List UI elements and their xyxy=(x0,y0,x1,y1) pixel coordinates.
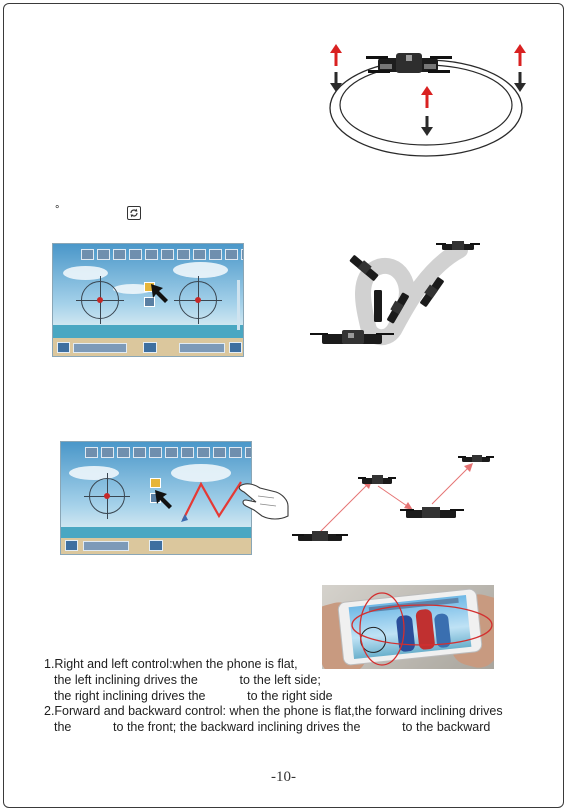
drone-tilt-2 xyxy=(387,292,409,324)
drone-pos-4 xyxy=(458,455,494,462)
drone-pos-1 xyxy=(292,531,348,541)
arrow-up-icon-center xyxy=(421,86,433,108)
arrow-down-icon-right xyxy=(514,72,526,92)
arrow-up-icon-right xyxy=(514,44,526,66)
arrow-down-icon-center xyxy=(421,116,433,136)
rotate-arrows-icon xyxy=(127,206,141,220)
drone-up-down-diagram xyxy=(329,44,526,157)
path-button xyxy=(150,478,161,488)
degree-mark: ° xyxy=(55,204,60,216)
drone-tilt-4 xyxy=(374,290,382,322)
app-screenshot-flip-mode xyxy=(52,243,244,357)
pointer-arrow-icon-2 xyxy=(155,490,172,509)
left-joystick-2 xyxy=(84,473,130,519)
drone-pos-3 xyxy=(400,507,464,518)
instruction-line-4: 2.Forward and backward control: when the… xyxy=(44,704,503,718)
pointer-arrow-icon xyxy=(151,284,168,303)
drawn-path-line xyxy=(181,481,242,522)
instruction-line-1: 1.Right and left control:when the phone … xyxy=(44,657,298,671)
phone-gravity-photo xyxy=(322,585,494,669)
top-toolbar-2 xyxy=(85,447,251,458)
instruction-line-5: the to the front; the backward inclining… xyxy=(54,720,491,734)
top-toolbar xyxy=(81,249,243,260)
drone-tilt-1 xyxy=(349,255,379,281)
arrow-down-icon-left xyxy=(330,72,342,92)
instruction-line-2: the left inclining drives the to the lef… xyxy=(54,673,321,687)
instruction-line-3: the right inclining drives the to the ri… xyxy=(54,689,333,703)
finger-hand-icon xyxy=(238,483,289,520)
drone-image xyxy=(366,53,452,73)
drone-path-diagram xyxy=(292,455,494,541)
left-joystick xyxy=(76,276,124,324)
drone-bottom xyxy=(310,330,394,344)
app-screenshot-path-mode xyxy=(60,441,252,555)
arrow-up-icon-left xyxy=(330,44,342,66)
page-border xyxy=(3,3,564,808)
page-number: -10- xyxy=(271,769,296,785)
drone-flip-diagram xyxy=(310,241,480,346)
drone-tilt-3 xyxy=(420,277,444,307)
right-joystick xyxy=(174,276,222,324)
drone-top-right xyxy=(436,241,480,250)
drone-pos-2 xyxy=(358,475,396,484)
mode-button xyxy=(144,297,155,307)
